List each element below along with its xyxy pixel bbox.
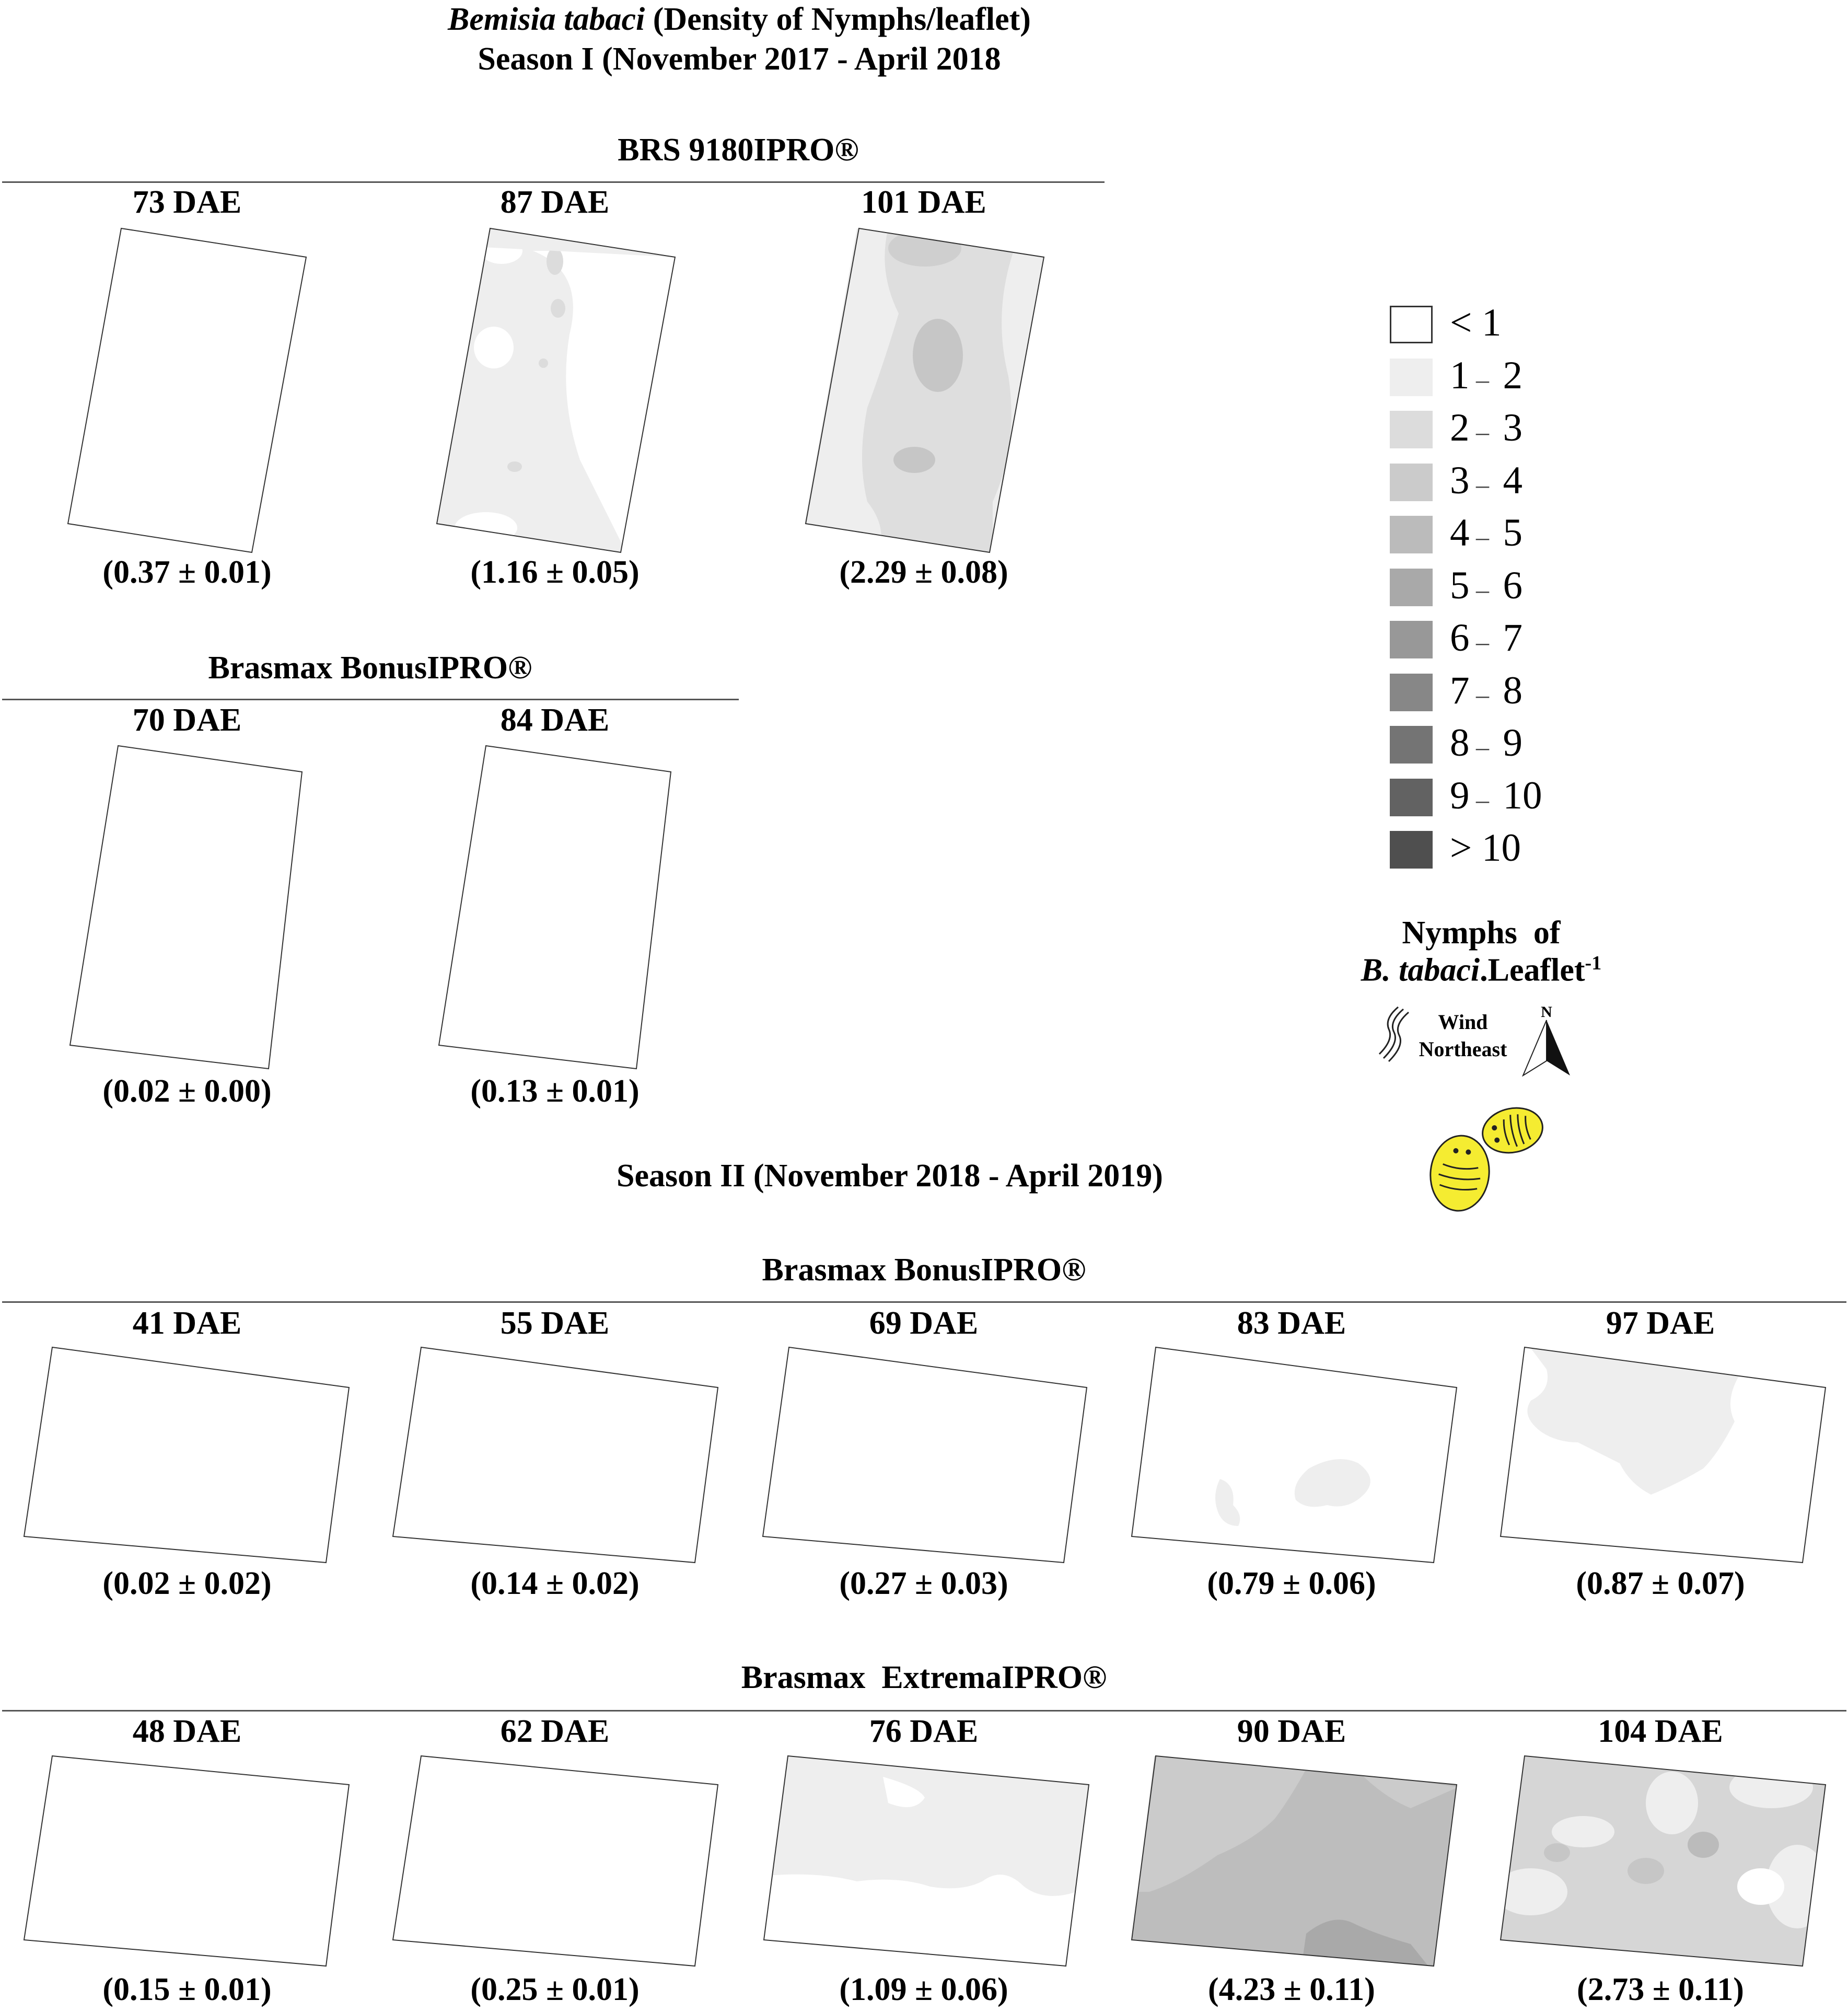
value-label: (0.25 ± 0.01) [470,1972,640,2007]
value-label: (2.29 ± 0.08) [839,554,1008,590]
legend-species: B. tabaci [1361,952,1480,988]
legend-swatch [1390,673,1433,711]
legend-title-line1: Nymphs of [1402,915,1561,951]
value-label: (1.16 ± 0.05) [470,554,640,590]
value-label: (0.13 ± 0.01) [470,1073,640,1109]
legend-class-label: < 1 [1450,301,1502,344]
field-map [392,1755,719,1967]
field-map [805,227,1045,553]
legend-exponent: -1 [1585,952,1602,974]
value-label: (4.23 ± 0.11) [1208,1972,1375,2007]
value-label: (0.15 ± 0.01) [102,1972,272,2007]
field-map [1500,1755,1827,1967]
north-arrow-icon [1518,1019,1575,1077]
legend-title-line2: B. tabaci.Leaflet-1 [1338,952,1625,989]
dae-label: 104 DAE [1598,1714,1723,1749]
dae-label: 84 DAE [500,702,610,738]
group-header-bonus-s1: Brasmax BonusIPRO® [208,650,532,686]
legend-class-label: 4 – 5 [1450,511,1522,554]
value-label: (1.09 ± 0.06) [839,1972,1008,2007]
dae-label: 90 DAE [1237,1714,1346,1749]
season-2-title: Season II (November 2018 - April 2019) [617,1158,1163,1194]
dae-label: 87 DAE [500,184,610,220]
whitefly-nymph-icon [1426,1100,1547,1215]
group-rule [2,1710,1846,1712]
legend-class-label: 1 – 2 [1450,353,1522,397]
legend-class-label: 9 – 10 [1450,773,1542,817]
legend-swatch [1390,306,1433,343]
legend-unit: .Leaflet [1480,952,1585,988]
legend-class-label: > 10 [1450,826,1521,870]
dae-label: 76 DAE [869,1714,979,1749]
field-map [1131,1346,1458,1564]
legend-class-label: 7 – 8 [1450,668,1522,712]
group-header-bonus-s2: Brasmax BonusIPRO® [762,1252,1086,1288]
group-header-brs9180: BRS 9180IPRO® [618,132,859,168]
legend-swatch [1390,358,1433,396]
field-map [763,1755,1090,1967]
title-rest: (Density of Nymphs/leaflet) [645,2,1031,37]
legend-swatch [1390,778,1433,816]
legend-swatch [1390,411,1433,448]
value-label: (0.37 ± 0.01) [102,554,272,590]
dae-label: 41 DAE [132,1305,242,1341]
legend-class-label: 3 – 4 [1450,458,1522,502]
dae-label: 48 DAE [132,1714,242,1749]
legend-swatch [1390,621,1433,658]
value-label: (0.02 ± 0.00) [102,1073,272,1109]
field-map [436,227,676,553]
group-header-extrema: Brasmax ExtremaIPRO® [741,1660,1107,1695]
legend-swatch [1390,568,1433,606]
legend-title: Nymphs of B. tabaci.Leaflet-1 [1338,915,1625,989]
legend-class-label: 8 – 9 [1450,721,1522,765]
legend-swatch [1390,463,1433,501]
figure-title: Bemisia tabaci (Density of Nymphs/leafle… [0,1,1479,38]
species-name: Bemisia tabaci [448,2,645,37]
group-rule [2,181,1105,183]
group-rule [2,1301,1846,1303]
season-1-title: Season I (November 2017 - April 2018 [478,41,1001,77]
value-label: (0.79 ± 0.06) [1207,1566,1376,1601]
dae-label: 83 DAE [1237,1305,1346,1341]
legend-swatch [1390,516,1433,553]
group-rule [2,699,739,700]
wind-icon [1378,1006,1420,1063]
field-map [1500,1346,1827,1564]
north-label: N [1541,1003,1552,1021]
value-label: (0.02 ± 0.02) [102,1566,272,1601]
field-map [762,1346,1088,1564]
dae-label: 62 DAE [500,1714,610,1749]
wind-label-line2: Northeast [1419,1037,1507,1061]
field-map [67,227,307,553]
legend-swatch [1390,726,1433,764]
dae-label: 70 DAE [132,702,242,738]
wind-label-line1: Wind [1438,1010,1488,1034]
field-map [1131,1755,1458,1967]
dae-label: 73 DAE [132,184,242,220]
field-map [23,1346,350,1564]
dae-label: 55 DAE [500,1305,610,1341]
value-label: (0.27 ± 0.03) [839,1566,1008,1601]
legend-class-label: 5 – 6 [1450,563,1522,607]
dae-label: 97 DAE [1606,1305,1715,1341]
field-map [392,1346,719,1564]
legend-class-label: 6 – 7 [1450,616,1522,660]
field-map [69,745,303,1070]
dae-label: 69 DAE [869,1305,979,1341]
value-label: (2.73 ± 0.11) [1577,1972,1744,2007]
dae-label: 101 DAE [861,184,986,220]
legend-swatch [1390,831,1433,869]
legend-class-label: 2 – 3 [1450,406,1522,449]
value-label: (0.14 ± 0.02) [470,1566,640,1601]
field-map [23,1755,350,1967]
field-map [438,745,672,1070]
value-label: (0.87 ± 0.07) [1576,1566,1745,1601]
